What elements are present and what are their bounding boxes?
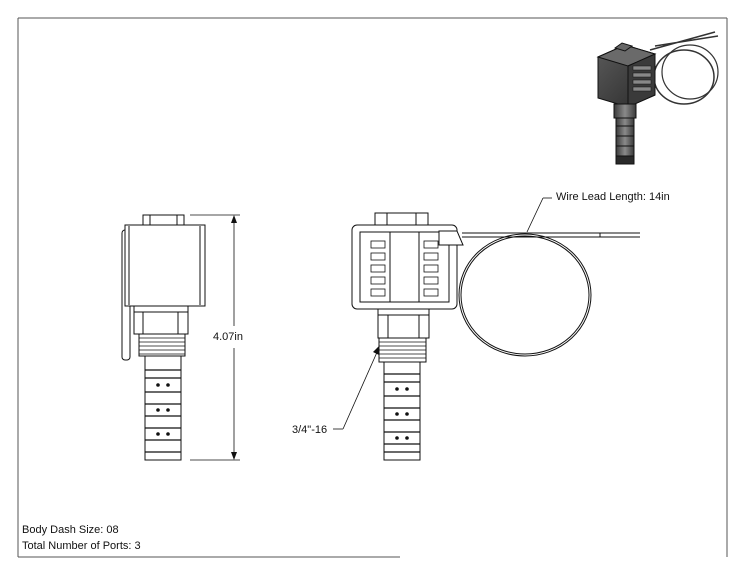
- overall-length-label: 4.07in: [213, 331, 243, 343]
- wire-lead-label: Wire Lead Length: 14in: [556, 191, 670, 203]
- thread-size-label: 3/4"-16: [292, 424, 328, 436]
- length-dimension: [190, 214, 240, 461]
- isometric-view: [596, 31, 719, 165]
- side-view: [121, 214, 206, 461]
- sheet-border: [17, 17, 728, 558]
- front-view: [351, 212, 464, 461]
- wire-lead: [458, 232, 640, 357]
- callout-leaders: [333, 197, 552, 430]
- total-ports-label: Total Number of Ports: 3: [22, 540, 141, 552]
- body-dash-size-label: Body Dash Size: 08: [22, 524, 119, 536]
